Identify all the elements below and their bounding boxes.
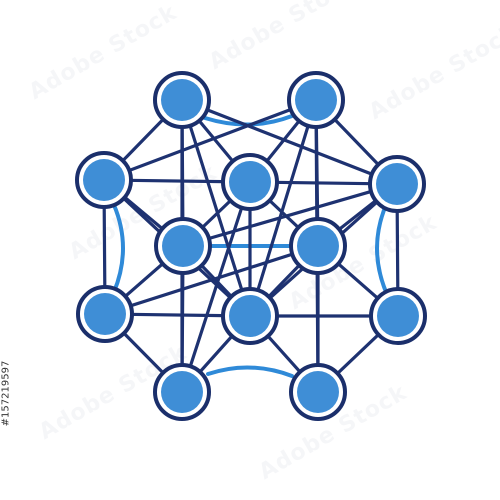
network-node-fill <box>229 295 271 337</box>
stock-id-label: #157219597 <box>0 330 12 460</box>
network-edge <box>180 98 252 318</box>
network-node-fill <box>84 293 126 335</box>
network-node-fill <box>162 225 204 267</box>
accent-edge <box>375 203 388 294</box>
network-edge <box>180 180 252 394</box>
network-node-fill <box>161 371 203 413</box>
network-edge <box>180 98 399 186</box>
stock-id-text: #157219597 <box>0 360 12 427</box>
network-node-fill <box>229 161 271 203</box>
network-node-fill <box>376 163 418 205</box>
accent-edge <box>206 365 294 378</box>
network-edge <box>102 98 318 182</box>
network-node-fill <box>83 159 125 201</box>
network-edge <box>248 98 318 318</box>
network-edge <box>181 182 399 248</box>
nodes <box>75 71 427 421</box>
network-node-fill <box>295 79 337 121</box>
accent-edge <box>203 114 294 127</box>
accent-edge <box>112 203 125 294</box>
network-node-fill <box>377 295 419 337</box>
network-node-fill <box>161 79 203 121</box>
primary-edges <box>102 98 400 394</box>
network-node-fill <box>297 225 339 267</box>
network-node-fill <box>297 371 339 413</box>
